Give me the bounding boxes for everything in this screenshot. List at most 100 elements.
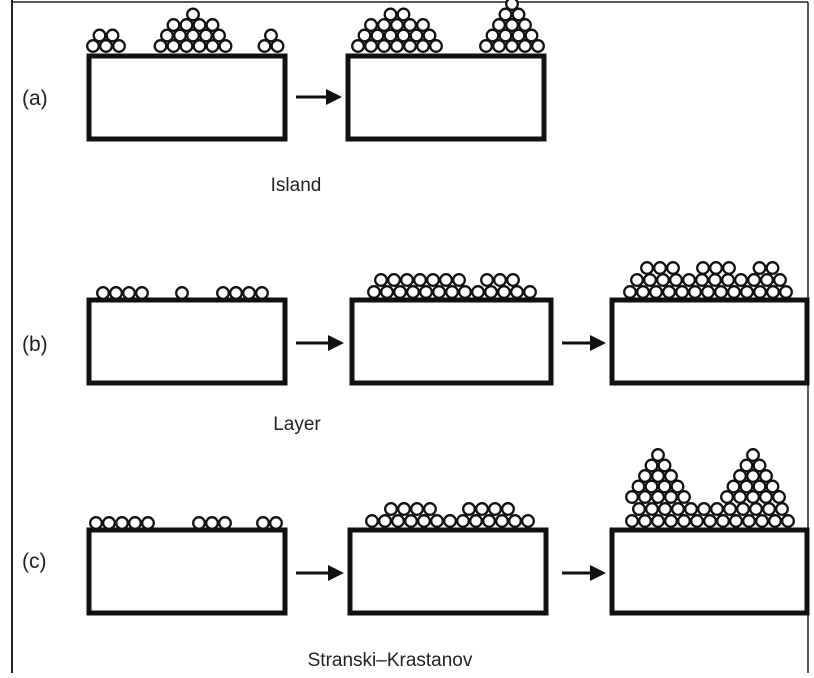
- atom-circle: [684, 502, 698, 516]
- atom-circle: [710, 502, 724, 516]
- atom-circle: [391, 514, 405, 528]
- atom-circle: [256, 516, 270, 530]
- atom-circle: [714, 285, 728, 299]
- atom-circle: [365, 514, 379, 528]
- atom-circle: [651, 514, 665, 528]
- atom-circle: [212, 28, 226, 43]
- atom-circle: [380, 285, 394, 299]
- atom-circle: [498, 28, 513, 43]
- atom-circle: [638, 469, 652, 483]
- atom-circle: [128, 516, 142, 530]
- atom-circle: [505, 18, 519, 32]
- atom-circle: [484, 285, 498, 299]
- atom-circle: [160, 28, 174, 43]
- atom-circle: [105, 28, 120, 43]
- atom-circle: [255, 286, 269, 300]
- atom-circle: [387, 273, 401, 287]
- atom-circle: [638, 490, 652, 504]
- atom-circle: [739, 458, 754, 473]
- atom-circle: [475, 502, 489, 516]
- atom-circle: [430, 514, 444, 528]
- atom-circle: [746, 490, 760, 504]
- atom-circle: [669, 273, 683, 287]
- atom-circle: [96, 286, 110, 300]
- layer-caption: Layer: [273, 414, 321, 435]
- atom-circle: [173, 28, 187, 43]
- atom-circle: [153, 39, 168, 53]
- right-arrow-icon: [296, 335, 344, 351]
- substrate-block: [86, 527, 288, 616]
- atom-circle: [216, 286, 230, 300]
- atom-circle: [656, 273, 670, 287]
- atom-circle: [760, 273, 774, 287]
- atom-circle: [439, 273, 453, 287]
- atom-circle: [406, 285, 420, 299]
- atom-circle: [403, 18, 417, 32]
- atom-circle: [400, 273, 414, 287]
- atom-circle: [723, 502, 737, 516]
- atom-circle: [99, 39, 113, 53]
- atom-circle: [746, 469, 760, 483]
- atom-circle: [264, 28, 278, 43]
- atom-circle: [765, 261, 780, 275]
- atom-circle: [109, 286, 123, 300]
- atom-circle: [426, 273, 440, 287]
- atom-circle: [492, 39, 506, 53]
- atom-circle: [759, 469, 773, 483]
- atom-circle: [497, 285, 511, 299]
- atom-circle: [664, 514, 678, 528]
- atom-circle: [479, 39, 493, 53]
- atom-circle: [733, 469, 747, 483]
- substrate-block: [349, 297, 554, 386]
- atom-circle: [765, 479, 780, 494]
- atom-circle: [417, 514, 431, 528]
- atom-circle: [229, 286, 243, 300]
- atom-circle: [658, 502, 672, 516]
- atom-circle: [722, 261, 736, 275]
- atom-circle: [651, 490, 665, 504]
- atom-circle: [135, 286, 149, 300]
- atom-circle: [649, 285, 663, 299]
- atom-circle: [746, 448, 760, 462]
- atom-circle: [736, 502, 750, 516]
- atom-circle: [488, 502, 502, 516]
- atom-circle: [492, 18, 506, 32]
- atom-circle: [390, 18, 404, 32]
- atom-circle: [397, 502, 411, 516]
- atom-circle: [175, 286, 189, 300]
- atom-circle: [205, 18, 220, 32]
- atom-circle: [752, 261, 767, 275]
- atom-circle: [482, 514, 496, 528]
- atom-circle: [762, 502, 776, 516]
- substrate-block: [609, 527, 810, 616]
- substrate-block: [609, 297, 810, 386]
- atom-circle: [374, 273, 388, 287]
- atom-circle: [701, 285, 715, 299]
- atom-circle: [393, 285, 407, 299]
- atom-circle: [716, 514, 730, 528]
- atom-circle: [688, 285, 702, 299]
- atom-circle: [677, 490, 691, 504]
- atom-circle: [218, 516, 232, 530]
- atom-circle: [721, 273, 735, 287]
- atom-circle: [651, 469, 665, 483]
- atom-circle: [638, 514, 652, 528]
- atom-circle: [664, 490, 678, 504]
- atom-circle: [510, 285, 524, 299]
- atom-circle: [409, 28, 424, 43]
- atom-circle: [677, 514, 691, 528]
- atom-circle: [89, 516, 103, 530]
- atom-circle: [781, 514, 795, 528]
- atom-circle: [623, 285, 637, 299]
- atom-circle: [773, 273, 787, 287]
- right-arrow-icon: [562, 565, 606, 581]
- atom-circle: [727, 285, 741, 299]
- atom-circle: [739, 479, 754, 494]
- atom-circle: [413, 273, 427, 287]
- atom-circle: [775, 502, 789, 516]
- atom-circle: [636, 285, 650, 299]
- atom-circle: [270, 39, 285, 53]
- atom-circle: [378, 514, 392, 528]
- atom-circle: [524, 28, 539, 43]
- atom-circle: [377, 18, 391, 32]
